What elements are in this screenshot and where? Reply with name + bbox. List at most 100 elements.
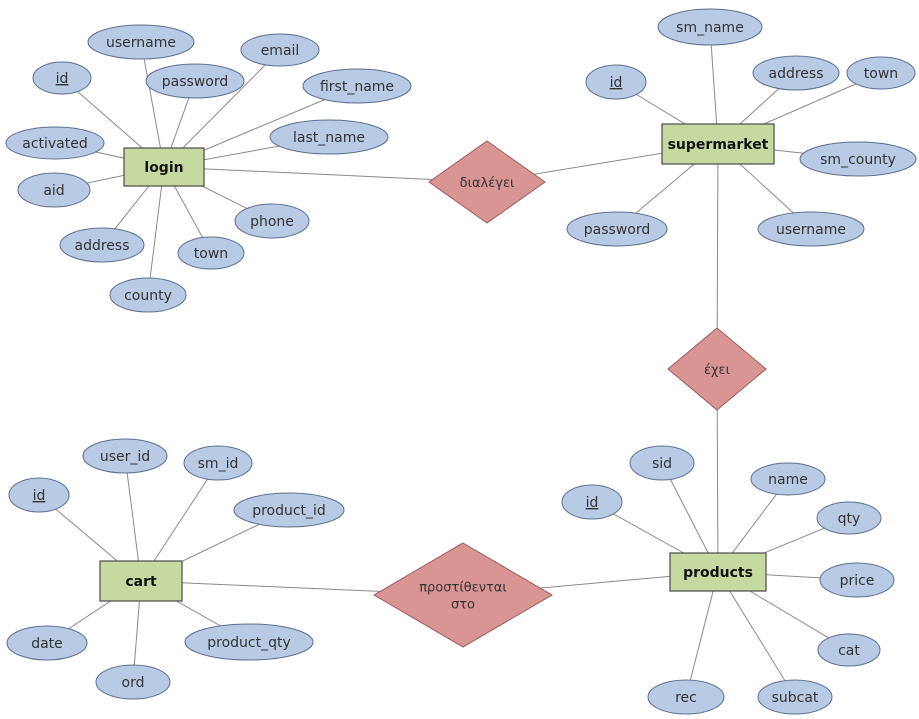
attribute-login-username: username (87, 24, 195, 60)
primary-key-label: id (610, 75, 623, 91)
attribute-ellipse (757, 679, 833, 715)
attribute-ellipse (819, 562, 895, 598)
attribute-label: phone (250, 214, 294, 230)
attribute-label: county (124, 288, 172, 304)
attribute-label: activated (22, 136, 88, 152)
attribute-ellipse (752, 55, 840, 91)
attribute-label: sid (652, 456, 672, 472)
attribute-label: last_name (293, 130, 365, 146)
attribute-label: subcat (772, 690, 819, 706)
attribute-ellipse (5, 126, 105, 160)
attribute-ellipse (629, 445, 695, 481)
attribute-ellipse (269, 119, 389, 155)
attribute-cart-id: id (8, 477, 70, 513)
entity-login: login (123, 147, 205, 187)
attribute-ellipse (82, 438, 168, 474)
attribute-cart-product-id: product_id (233, 492, 345, 528)
attribute-ellipse (95, 664, 171, 700)
attribute-label: username (776, 222, 846, 238)
attribute-label: user_id (100, 449, 150, 465)
attribute-label: first_name (320, 79, 394, 95)
attribute-ellipse (109, 277, 187, 313)
entity-label: supermarket (668, 137, 769, 153)
attribute-sm-town: town (846, 56, 916, 90)
attribute-ellipse (240, 33, 320, 67)
entity-label: login (144, 160, 183, 176)
attribute-login-address: address (59, 227, 145, 263)
relationship-has: έχει (667, 327, 767, 411)
relationship-diamond (373, 542, 553, 648)
attribute-label: name (768, 472, 808, 488)
attribute-prod-subcat: subcat (757, 679, 833, 715)
attribute-login-last-name: last_name (269, 119, 389, 155)
attribute-cart-date: date (6, 625, 88, 661)
attribute-label: product_qty (207, 635, 291, 651)
attribute-ellipse (302, 68, 412, 104)
attribute-ellipse (799, 141, 917, 177)
attribute-label: sm_id (198, 456, 239, 472)
attribute-label: town (864, 66, 898, 82)
attribute-cart-ord: ord (95, 664, 171, 700)
attribute-ellipse (750, 462, 826, 496)
attribute-label: address (74, 238, 129, 254)
primary-key-label: id (56, 71, 69, 87)
attribute-login-id: id (32, 61, 92, 95)
attribute-label: product_id (252, 503, 326, 519)
attribute-login-aid: aid (17, 172, 91, 208)
attribute-cart-sm-id: sm_id (183, 445, 253, 481)
attribute-label: address (768, 66, 823, 82)
attribute-label: password (584, 222, 650, 238)
entity-box (99, 560, 183, 602)
attribute-ellipse (561, 484, 623, 520)
connector-prod_subcat (717, 571, 796, 698)
attribute-login-county: county (109, 277, 187, 313)
attribute-sm-id: id (585, 64, 647, 100)
attribute-prod-sid: sid (629, 445, 695, 481)
attribute-ellipse (234, 203, 310, 239)
attribute-prod-cat: cat (817, 633, 881, 667)
relationship-diamond (667, 327, 767, 411)
attribute-label: username (106, 35, 176, 51)
attribute-cart-user-id: user_id (82, 438, 168, 474)
attribute-ellipse (177, 236, 245, 270)
primary-key-label: id (586, 495, 599, 511)
attribute-cart-product-qty: product_qty (184, 623, 314, 661)
attribute-label: qty (838, 511, 861, 527)
attribute-label: rec (675, 690, 697, 706)
attribute-label: price (840, 573, 875, 589)
attribute-ellipse (647, 679, 725, 715)
relationship-selects: διαλέγει (428, 140, 546, 224)
attribute-login-first-name: first_name (302, 68, 412, 104)
attribute-label: sm_county (820, 152, 896, 168)
entity-supermarket: supermarket (661, 123, 775, 165)
attribute-sm-username: username (757, 211, 865, 247)
attribute-ellipse (817, 633, 881, 667)
attribute-label: password (162, 74, 228, 90)
attribute-label: town (194, 246, 228, 262)
attribute-prod-qty: qty (816, 501, 882, 535)
relationship-label: έχει (704, 363, 730, 378)
attribute-login-town: town (177, 236, 245, 270)
attribute-label: email (261, 43, 300, 59)
attribute-label: cat (838, 643, 860, 659)
entity-box (123, 147, 205, 187)
entity-box (669, 552, 767, 592)
entity-label: products (683, 565, 753, 581)
attribute-prod-price: price (819, 562, 895, 598)
entity-box (661, 123, 775, 165)
attribute-ellipse (816, 501, 882, 535)
connector-login_username (140, 41, 165, 168)
attribute-login-password: password (145, 63, 245, 99)
attribute-sm-address: address (752, 55, 840, 91)
attribute-ellipse (17, 172, 91, 208)
entity-products: products (669, 552, 767, 592)
attribute-label: sm_name (676, 20, 744, 36)
relationship-label: διαλέγει (460, 176, 515, 191)
attribute-login-activated: activated (5, 126, 105, 160)
attribute-ellipse (87, 24, 195, 60)
diagram-nodes: id username email password first_name last_na… (5, 8, 917, 715)
attribute-ellipse (59, 227, 145, 263)
attribute-sm-password: password (566, 211, 668, 247)
attribute-ellipse (183, 445, 253, 481)
